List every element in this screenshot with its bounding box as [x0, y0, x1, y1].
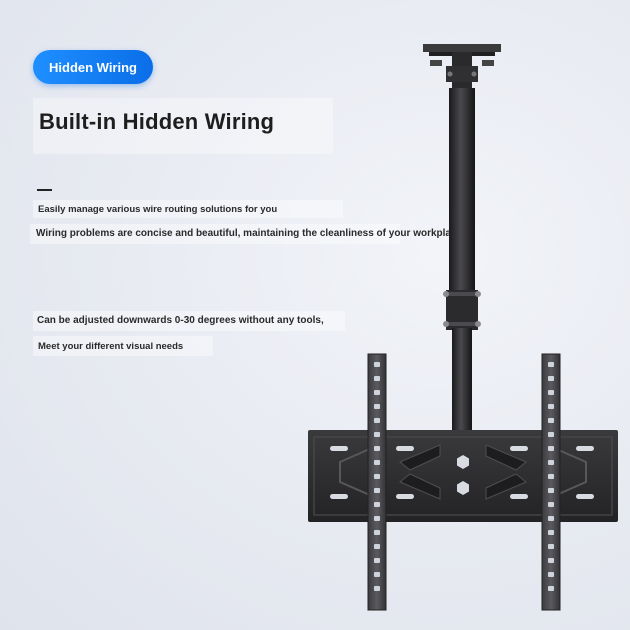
- text-highlight: [33, 336, 213, 356]
- text-highlight: [30, 224, 400, 244]
- text-highlight: [33, 311, 345, 331]
- title-highlight: [33, 98, 333, 154]
- feature-line-4: Meet your different visual needs: [38, 341, 184, 352]
- page-title: Built-in Hidden Wiring: [39, 109, 275, 134]
- hidden-wiring-badge: Hidden Wiring: [33, 50, 153, 84]
- ceiling-tv-mount-image: [308, 44, 618, 611]
- mount-plate: [308, 430, 618, 522]
- badge-label: Hidden Wiring: [49, 59, 137, 75]
- feature-line-1: Easily manage various wire routing solut…: [38, 204, 278, 215]
- feature-line-3: Can be adjusted downwards 0-30 degrees w…: [37, 315, 324, 326]
- ceiling-bracket: [423, 44, 501, 90]
- text-highlight: [33, 200, 343, 218]
- divider-dash: [37, 189, 52, 191]
- lower-pole: [452, 328, 472, 432]
- height-clamp: [443, 290, 481, 330]
- upper-pole: [449, 88, 475, 328]
- right-vertical-arm: [541, 353, 561, 611]
- feature-line-2: Wiring problems are concise and beautifu…: [36, 228, 463, 239]
- left-vertical-arm: [367, 353, 387, 611]
